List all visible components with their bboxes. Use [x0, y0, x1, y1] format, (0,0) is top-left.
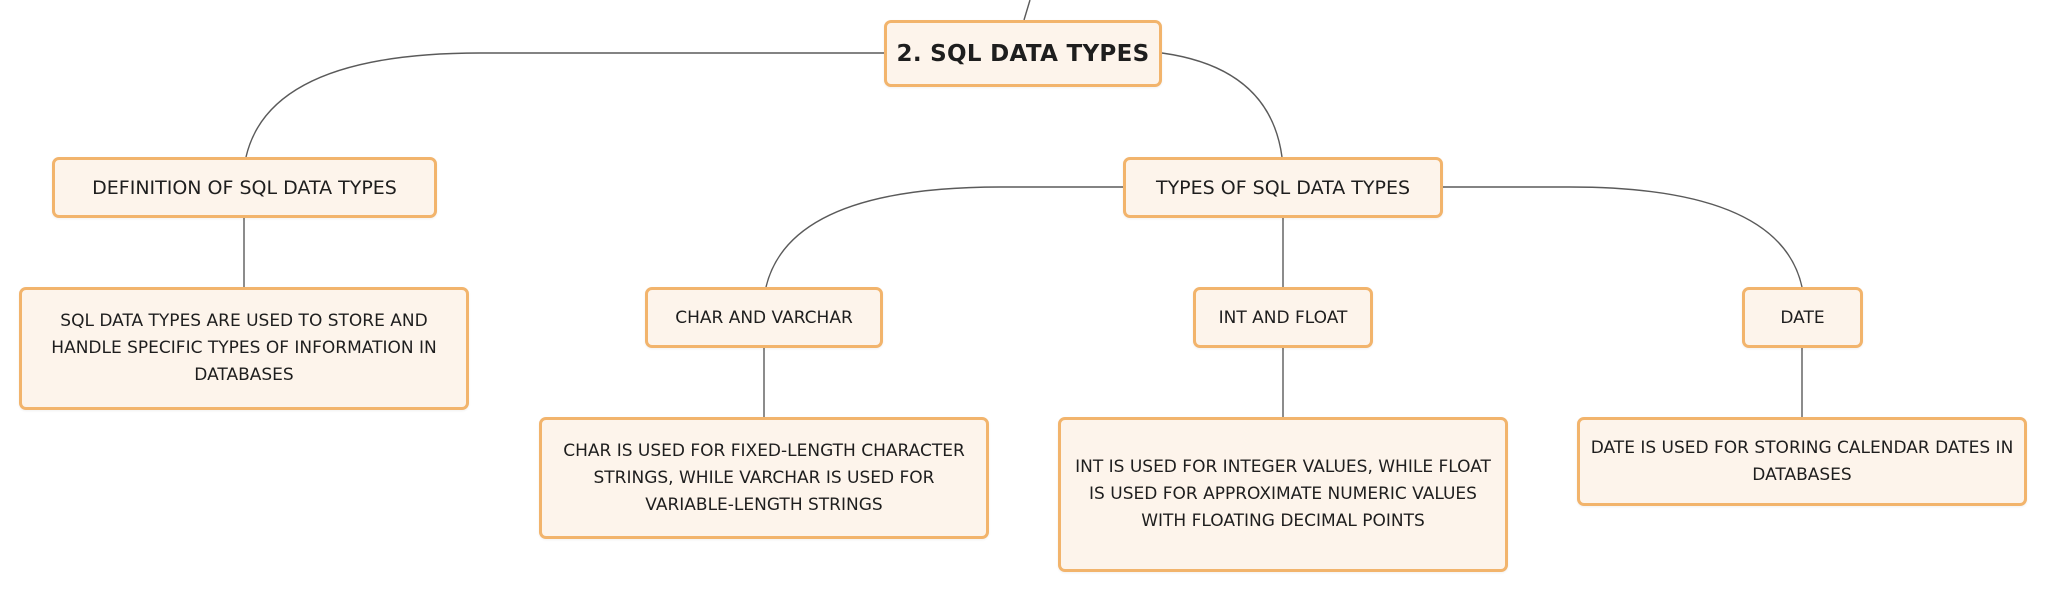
int-float-node-label: INT AND FLOAT [1218, 307, 1348, 328]
definition-node-label: DEFINITION OF SQL DATA TYPES [92, 176, 397, 199]
char-varchar-description-text: CHAR IS USED FOR FIXED-LENGTH CHARACTER … [563, 440, 965, 515]
char-varchar-node-label: CHAR AND VARCHAR [675, 307, 853, 328]
definition-node[interactable]: DEFINITION OF SQL DATA TYPES [52, 157, 437, 218]
int-float-description-text: INT IS USED FOR INTEGER VALUES, WHILE FL… [1075, 457, 1491, 531]
date-description-text: DATE IS USED FOR STORING CALENDAR DATES … [1590, 437, 2014, 485]
connector-root-to-definition [245, 52, 884, 158]
root-node[interactable]: 2. SQL DATA TYPES [884, 20, 1162, 87]
date-node-label: DATE [1780, 307, 1825, 328]
char-varchar-description-node[interactable]: CHAR IS USED FOR FIXED-LENGTH CHARACTER … [539, 417, 989, 539]
connector-to-root [1023, 0, 1031, 21]
definition-description-node[interactable]: SQL DATA TYPES ARE USED TO STORE AND HAN… [19, 287, 469, 410]
types-node-label: TYPES OF SQL DATA TYPES [1155, 176, 1411, 199]
connector-types-to-date [1443, 186, 1803, 288]
int-float-description-node[interactable]: INT IS USED FOR INTEGER VALUES, WHILE FL… [1058, 417, 1508, 572]
char-varchar-node[interactable]: CHAR AND VARCHAR [645, 287, 883, 348]
date-description-node[interactable]: DATE IS USED FOR STORING CALENDAR DATES … [1577, 417, 2027, 506]
int-float-node[interactable]: INT AND FLOAT [1193, 287, 1373, 348]
types-node[interactable]: TYPES OF SQL DATA TYPES [1123, 157, 1443, 218]
root-node-label: 2. SQL DATA TYPES [896, 40, 1150, 67]
connector-root-to-types [1161, 52, 1283, 158]
definition-description-text: SQL DATA TYPES ARE USED TO STORE AND HAN… [51, 311, 437, 385]
connector-types-to-char-varchar [765, 186, 1123, 288]
date-node[interactable]: DATE [1742, 287, 1863, 348]
